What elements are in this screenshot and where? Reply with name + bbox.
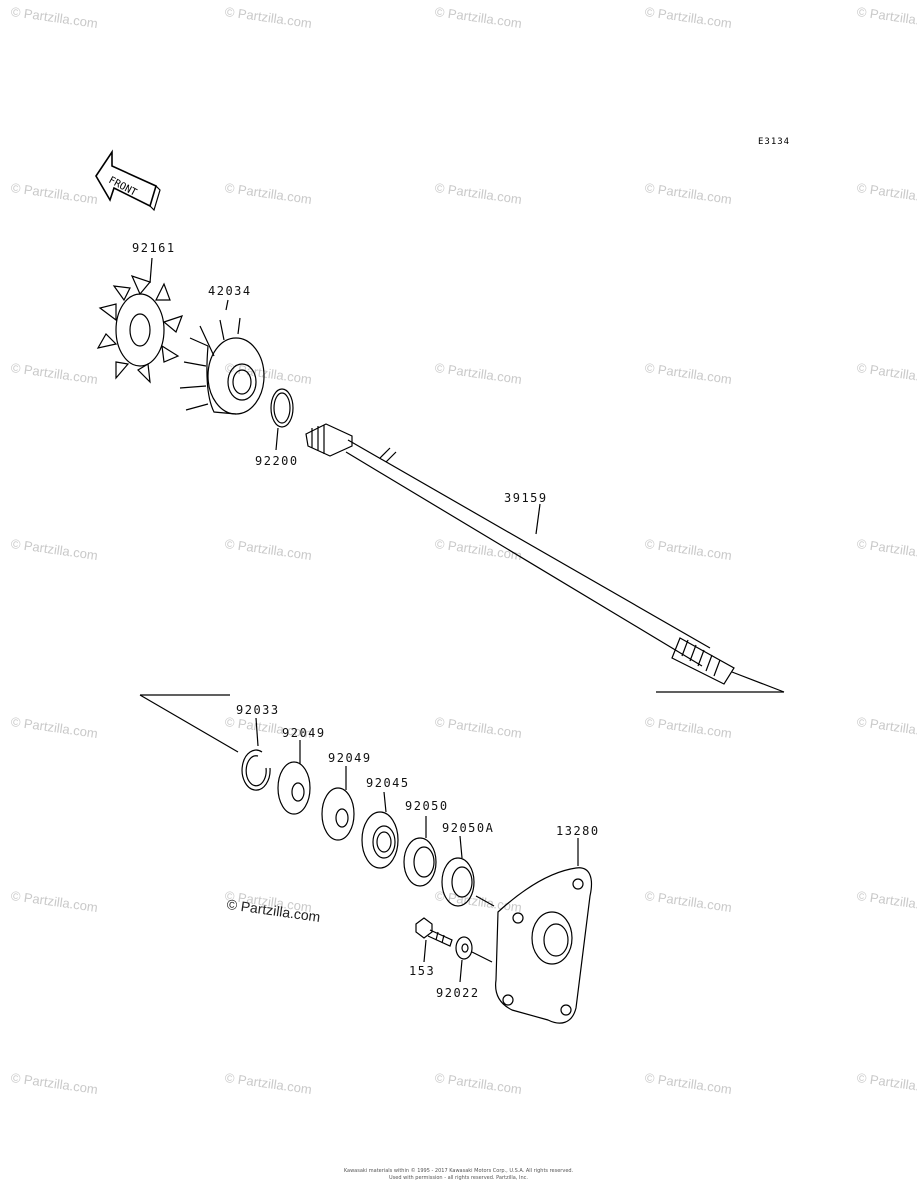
part-92049-drawing — [277, 740, 311, 815]
part-label: 92033 — [236, 703, 280, 717]
part-label: 92050 — [405, 799, 449, 813]
part-label: 39159 — [504, 491, 548, 505]
part-label: 92049 — [328, 751, 372, 765]
part-92022-drawing — [455, 936, 493, 983]
copyright-line: Used with permission - all rights reserv… — [389, 1175, 528, 1181]
part-92050-drawing — [403, 816, 437, 887]
part-label: 92161 — [132, 241, 176, 255]
part-label: 92045 — [366, 776, 410, 790]
part-label: 153 — [409, 964, 436, 978]
part-13280-drawing — [495, 838, 593, 1024]
part-39159-drawing — [139, 423, 785, 753]
part-92049b-drawing — [321, 766, 355, 841]
part-42034-drawing — [179, 299, 265, 415]
diagram-code: E3134 — [758, 137, 791, 147]
part-92161-drawing — [96, 257, 184, 384]
part-92033-drawing — [241, 717, 271, 791]
part-153-drawing — [415, 917, 453, 963]
part-label: 92049 — [282, 726, 326, 740]
part-92045-drawing — [361, 791, 399, 869]
part-label: 13280 — [556, 824, 600, 838]
part-label: 42034 — [208, 284, 252, 298]
copyright-line: Kawasaki materials within © 1995 - 2017 … — [343, 1168, 574, 1174]
front-arrow-icon: FRONT — [95, 149, 161, 212]
part-label: 92022 — [436, 986, 480, 1000]
part-label: 92200 — [255, 454, 299, 468]
part-92200-drawing — [270, 388, 294, 451]
part-92050A-drawing — [441, 835, 495, 907]
part-label: 92050A — [442, 821, 495, 835]
